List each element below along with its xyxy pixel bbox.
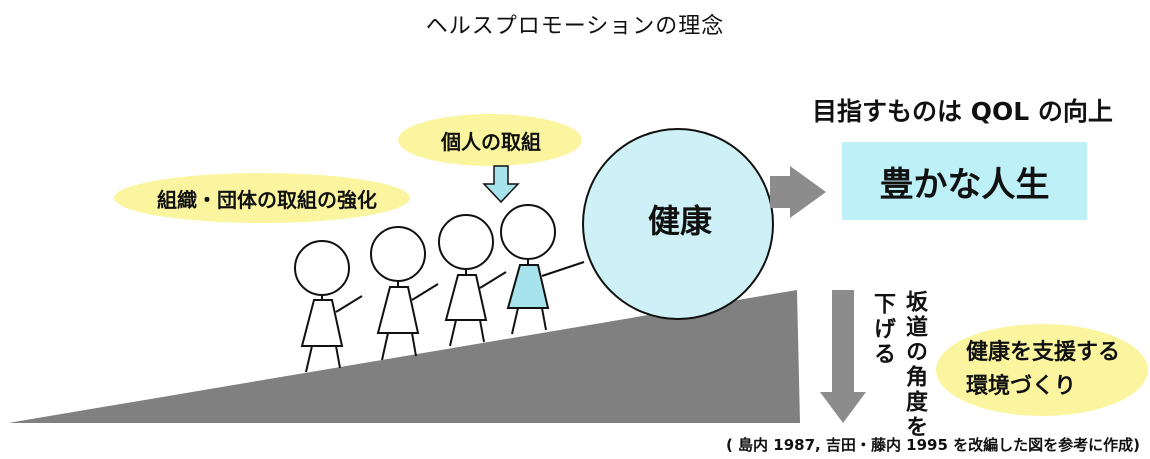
goal-arrow — [770, 166, 826, 218]
slope-ramp — [8, 290, 800, 423]
environment-support-label: 健康を支援する 環境づくり — [938, 328, 1148, 412]
figure-3 — [438, 214, 507, 347]
figure-1 — [294, 240, 363, 373]
source-note: ( 島内 1987, 吉田・藤内 1995 を改編した図を参考に作成) — [725, 436, 1140, 454]
environment-bubble — [936, 324, 1148, 416]
individual-arrow — [482, 165, 520, 204]
figure-4-individual — [500, 204, 585, 335]
health-ball-label: 健康 — [647, 202, 712, 240]
organization-bubble — [114, 173, 410, 223]
organization-effort-label: 組織・団体の取組の強化 — [157, 187, 377, 212]
environment-support-text: 健康を支援する 環境づくり — [965, 340, 1120, 399]
page-title: ヘルスプロモーションの理念 — [425, 14, 725, 39]
goal-box-label: 豊かな人生 — [879, 164, 1050, 205]
slope-text-line2: 下げる — [870, 292, 895, 367]
individual-bubble — [398, 114, 582, 166]
figure-2 — [370, 226, 439, 361]
lower-slope-arrow — [820, 290, 866, 423]
goal-caption: 目指すものは QOL の向上 — [812, 97, 1113, 126]
goal-box-bg — [842, 142, 1087, 220]
slope-text-line1: 坂道の角度を — [902, 290, 927, 440]
individual-effort-label: 個人の取組 — [441, 129, 541, 154]
health-ball — [582, 128, 774, 320]
